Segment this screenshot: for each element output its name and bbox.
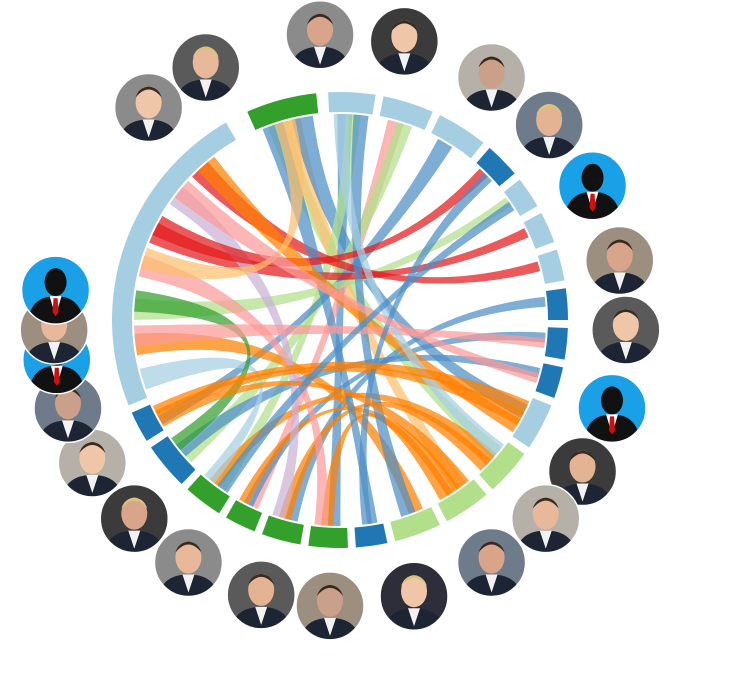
group-arc-g11[interactable] [535,363,564,398]
group-arc-g15[interactable] [390,506,440,542]
portrait-p08-photo[interactable] [591,295,661,365]
group-arc-g21[interactable] [150,436,196,485]
portrait-p15-photo[interactable] [226,560,296,630]
portrait-p03-photo[interactable] [369,6,440,77]
group-arc-g02[interactable] [328,92,376,115]
group-arc-g19[interactable] [226,500,263,532]
chord-link-g12-g22[interactable] [152,361,530,416]
group-arc-g14[interactable] [437,479,487,522]
portrait-p23-photo[interactable] [113,72,184,143]
portrait-p04-photo[interactable] [456,42,527,113]
chord-link-g17-g23[interactable] [138,255,328,526]
chord-link-g01-g23[interactable] [140,118,304,279]
portrait-p13-photo[interactable] [379,561,449,632]
chord-link-g10-g19[interactable] [243,331,546,507]
portrait-p14-photo[interactable] [295,571,365,641]
group-arc-g22[interactable] [131,404,164,441]
chord-links [134,114,546,526]
portrait-p12-photo[interactable] [456,527,527,598]
group-arc-g18[interactable] [262,515,304,545]
group-arc-g17[interactable] [308,525,348,549]
group-arc-g10[interactable] [544,327,568,360]
group-arc-g08[interactable] [537,249,565,284]
group-arc-g04[interactable] [431,115,484,159]
chord-link-g04-g22[interactable] [157,138,453,425]
chord-link-g23-g10[interactable] [134,324,546,349]
chord-link-g11-g23[interactable] [174,180,539,384]
chord-link-g20-g23[interactable] [139,357,263,484]
portrait-p09-silhouette[interactable] [577,373,647,444]
group-arc-g20[interactable] [187,474,230,514]
group-arc-g06[interactable] [503,179,538,216]
group-arc-g12[interactable] [512,397,552,448]
portrait-p02-photo[interactable] [285,0,355,70]
group-arc-g01[interactable] [247,93,319,130]
chord-link-g21-g23[interactable] [134,290,251,451]
chord-link-g06-g20[interactable] [217,201,515,493]
chord-link-g23-g12[interactable] [197,156,521,433]
portrait-p16-photo[interactable] [153,527,224,598]
group-arc-g13[interactable] [479,442,525,490]
group-arc-g23[interactable] [112,122,236,406]
group-arc-g03[interactable] [379,96,433,130]
portrait-p07-photo[interactable] [585,225,655,296]
portrait-p05-photo[interactable] [514,90,584,160]
portrait-p01-photo[interactable] [170,32,241,103]
portrait-p11-photo[interactable] [510,483,581,554]
chord-link-g03-g21[interactable] [181,121,412,463]
chord-link-g01-g12[interactable] [291,115,528,419]
group-arc-g16[interactable] [354,523,388,548]
portrait-p17-photo[interactable] [99,483,170,554]
chord-link-g13-g18[interactable] [278,401,492,521]
portrait-p22-silhouette[interactable] [20,255,91,325]
group-arc-g05[interactable] [476,147,515,187]
portrait-ring [19,0,661,641]
chord-link-g14-g17[interactable] [321,413,453,526]
group-arc-g09[interactable] [545,288,568,320]
portrait-p06-silhouette[interactable] [557,150,628,221]
group-arc-g07[interactable] [523,212,555,249]
group-arcs [112,92,568,549]
